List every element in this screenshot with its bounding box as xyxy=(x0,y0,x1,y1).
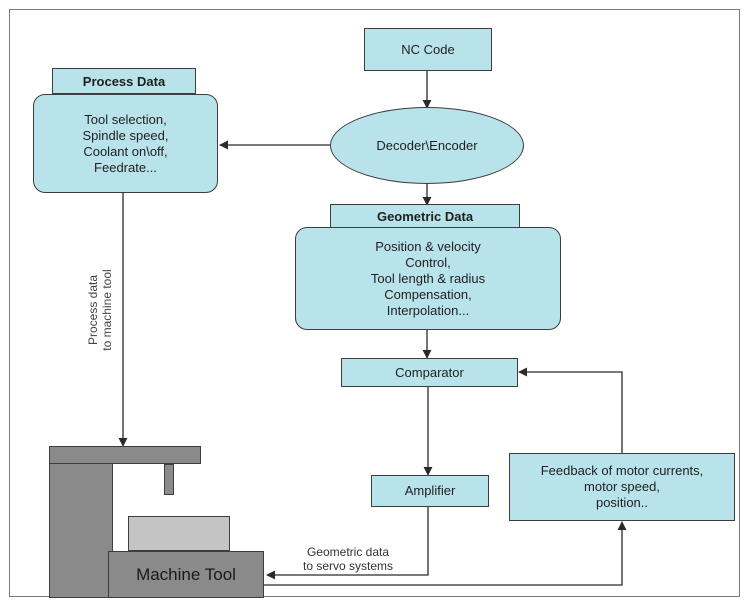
machine-base xyxy=(108,551,264,598)
arrow-feedback-to-comparator xyxy=(518,367,623,453)
nc-code-box: NC Code xyxy=(364,28,492,71)
process-data-title-text: Process Data xyxy=(82,73,166,89)
geometric-data-box: Position & velocity Control, Tool length… xyxy=(295,227,561,330)
comparator-label: Comparator xyxy=(395,364,464,380)
machine-arm xyxy=(49,446,201,464)
decoder-encoder-label: Decoder\Encoder xyxy=(376,138,478,153)
feedback-box: Feedback of motor currents, motor speed,… xyxy=(509,453,735,521)
machine-column xyxy=(49,446,113,598)
comparator-box: Comparator xyxy=(341,358,518,387)
machine-spindle xyxy=(164,464,174,495)
machine-workpiece xyxy=(128,516,230,551)
geometric-data-body: Position & velocity Control, Tool length… xyxy=(370,238,486,318)
diagram-frame xyxy=(9,9,740,597)
geometric-to-servo-label: Geometric data to servo systems xyxy=(302,545,394,573)
decoder-encoder-ellipse: Decoder\Encoder xyxy=(330,107,524,184)
process-data-box: Tool selection, Spindle speed, Coolant o… xyxy=(33,94,218,193)
machine-tool-label: Machine Tool xyxy=(136,564,236,584)
arrow-amplifier-to-machine xyxy=(266,507,429,580)
amplifier-label: Amplifier xyxy=(404,483,456,498)
arrow-machine-to-feedback xyxy=(264,521,627,586)
process-data-title: Process Data xyxy=(52,68,196,94)
geometric-data-title: Geometric Data xyxy=(330,204,520,228)
geometric-data-title-text: Geometric Data xyxy=(376,208,474,224)
nc-code-label: NC Code xyxy=(401,41,455,57)
amplifier-box: Amplifier xyxy=(371,475,489,507)
process-to-machine-label: Process data to machine tool xyxy=(86,269,114,351)
feedback-label: Feedback of motor currents, motor speed,… xyxy=(540,463,704,510)
process-data-body: Tool selection, Spindle speed, Coolant o… xyxy=(82,111,169,175)
